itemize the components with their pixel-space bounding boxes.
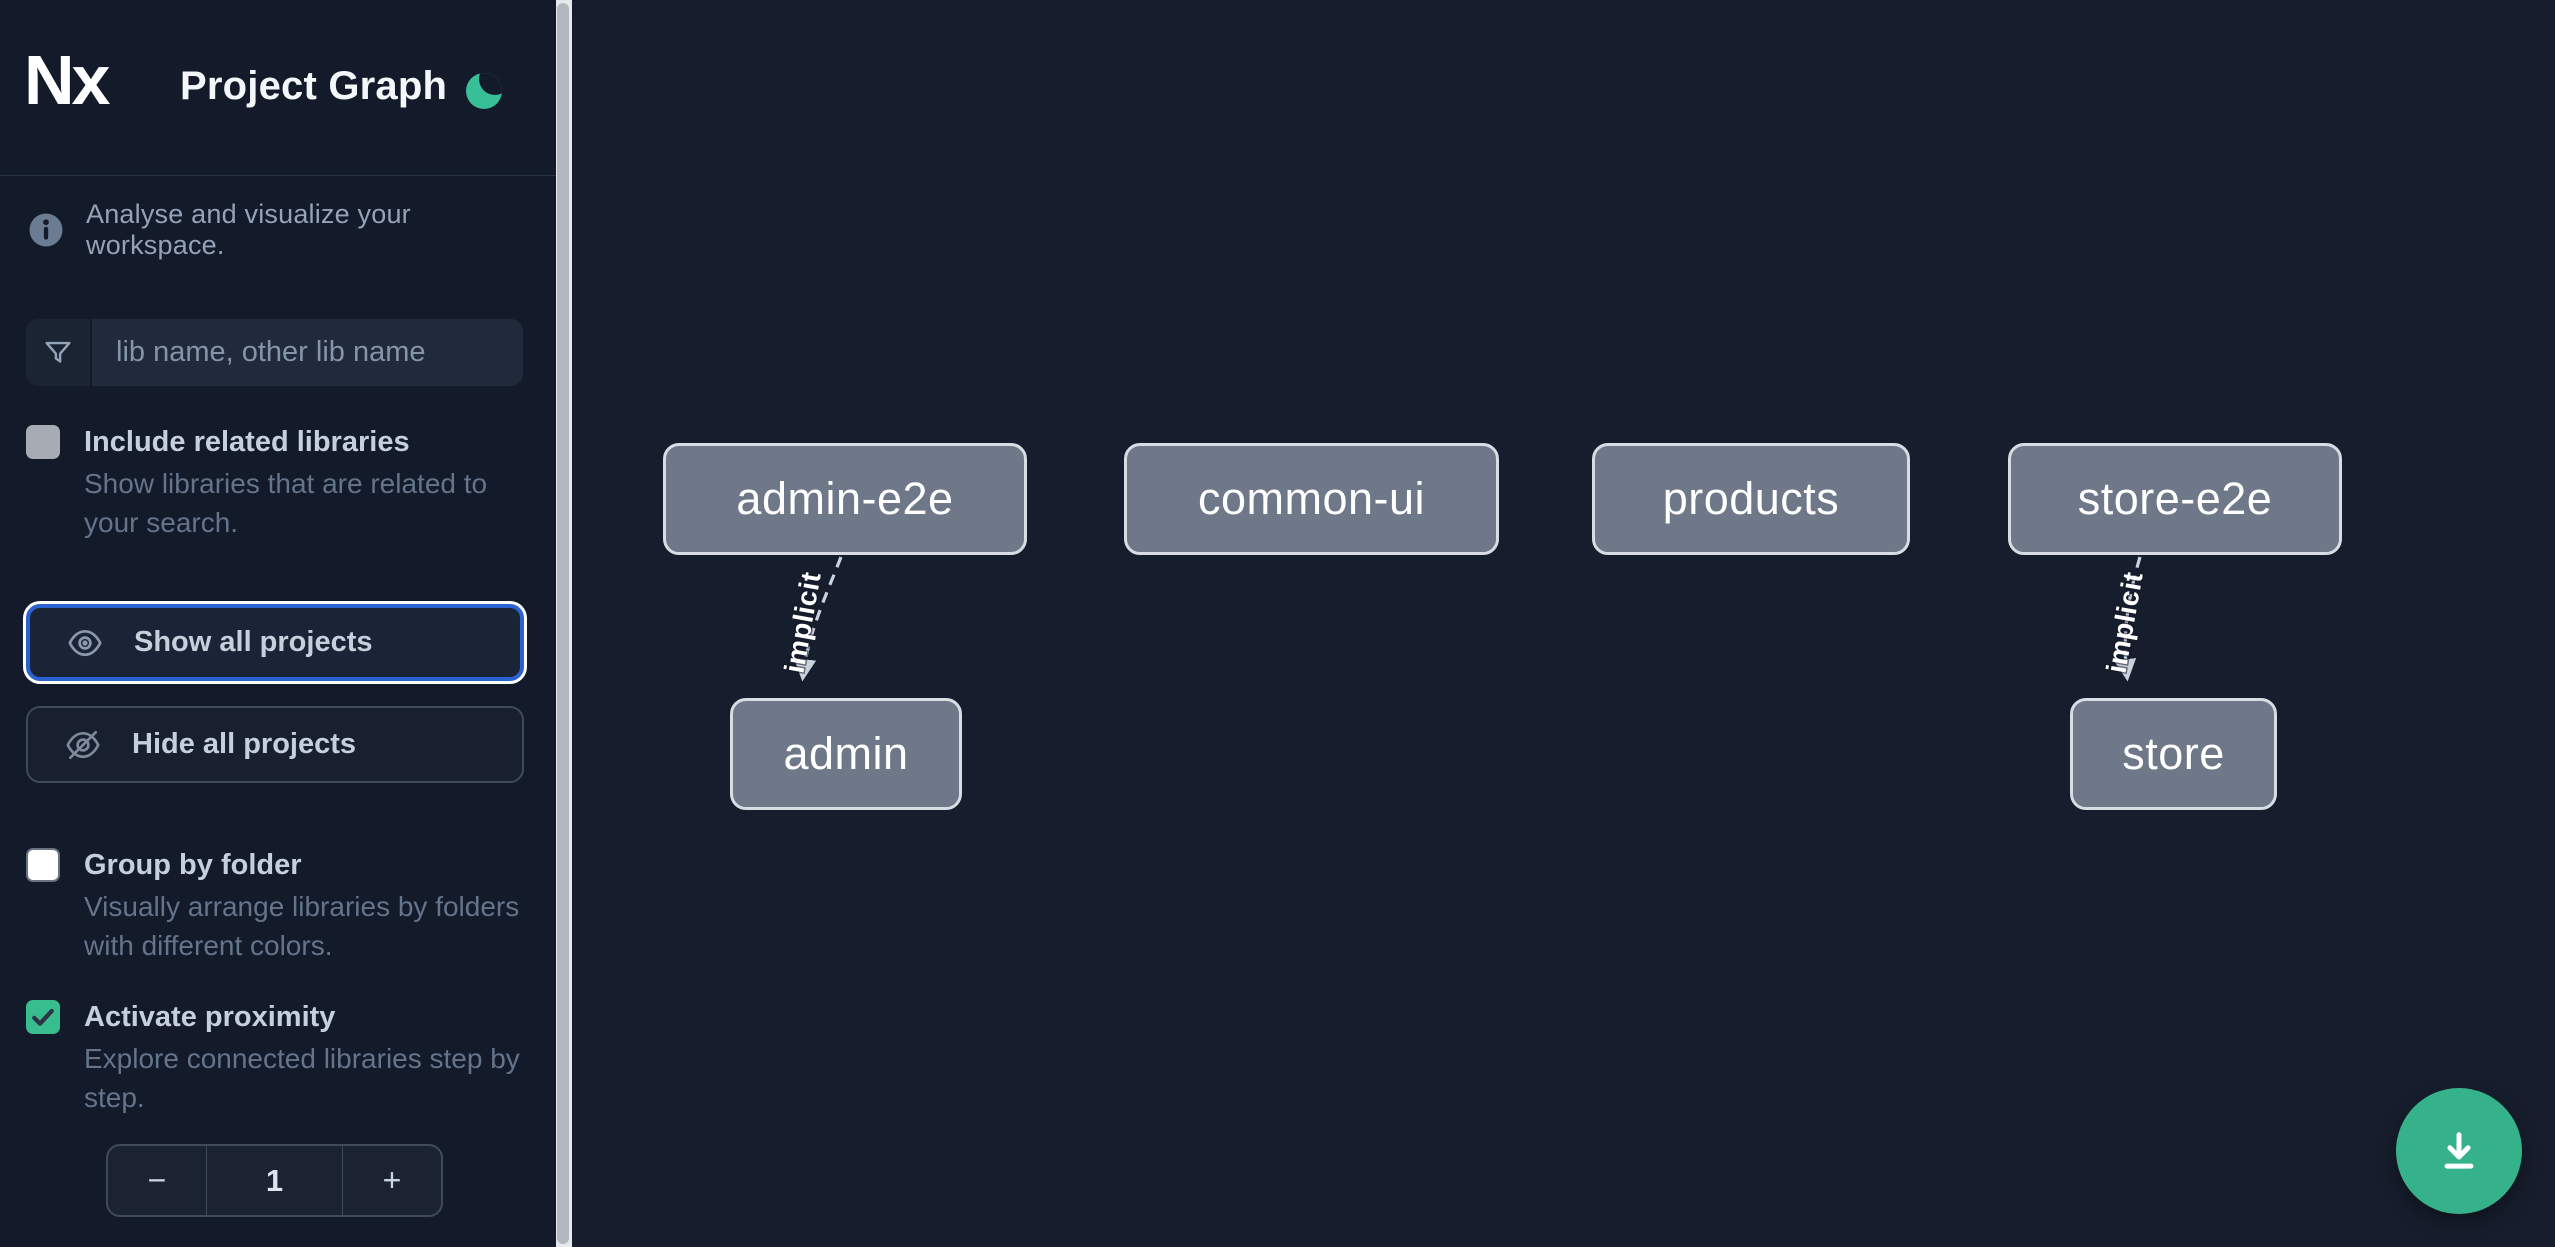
- toggle-description: Explore connected libraries step by step…: [84, 1043, 520, 1113]
- edge-label: implicit: [779, 569, 827, 675]
- checkbox-group-by-folder[interactable]: [26, 848, 60, 882]
- search-box: [26, 319, 523, 386]
- increment-button[interactable]: +: [342, 1146, 441, 1215]
- eye-icon: [66, 624, 104, 662]
- tagline-text: Analyse and visualize your workspace.: [86, 199, 411, 260]
- sidebar-scrollbar[interactable]: [556, 0, 572, 1247]
- show-all-projects-button[interactable]: Show all projects: [26, 604, 524, 681]
- edge-store-e2e-store: implicit: [2099, 556, 2150, 682]
- scrollbar-thumb[interactable]: [557, 3, 569, 1244]
- search-input[interactable]: [92, 319, 523, 386]
- checkbox-include-related[interactable]: [26, 425, 60, 459]
- info-icon: [28, 212, 64, 248]
- download-graph-button[interactable]: [2396, 1088, 2522, 1214]
- toggle-group-by-folder: Group by folder Visually arrange librari…: [26, 845, 531, 965]
- graph-node-store[interactable]: store: [2070, 698, 2277, 810]
- graph-canvas[interactable]: implicit implicit admin-e2e common-ui pr…: [572, 0, 2555, 1247]
- sidebar-header: Nx Project Graph: [0, 0, 556, 176]
- hide-all-projects-button[interactable]: Hide all projects: [26, 706, 524, 783]
- header-divider: [0, 175, 556, 176]
- tagline-row: Analyse and visualize your workspace.: [28, 199, 538, 261]
- toggle-label: Activate proximity: [84, 1001, 336, 1033]
- show-all-projects-label: Show all projects: [134, 626, 373, 658]
- nx-logo: Nx: [24, 41, 111, 119]
- checkbox-activate-proximity[interactable]: [26, 1000, 60, 1034]
- toggle-description: Show libraries that are related to your …: [84, 468, 488, 538]
- check-icon: [32, 1008, 54, 1026]
- eye-off-icon: [64, 726, 102, 764]
- moon-icon: [466, 73, 502, 109]
- toggle-description: Visually arrange libraries by folders wi…: [84, 891, 520, 961]
- dark-mode-toggle[interactable]: [466, 70, 508, 112]
- proximity-depth-stepper: − 1 +: [106, 1144, 443, 1217]
- edge-admin-e2e-admin: implicit: [777, 556, 843, 682]
- proximity-depth-value: 1: [265, 1162, 284, 1198]
- graph-node-common-ui[interactable]: common-ui: [1124, 443, 1499, 555]
- download-icon: [2433, 1125, 2485, 1177]
- edge-label: implicit: [2101, 569, 2149, 675]
- graph-node-store-e2e[interactable]: store-e2e: [2008, 443, 2342, 555]
- toggle-activate-proximity: Activate proximity Explore connected lib…: [26, 997, 531, 1117]
- decrement-button[interactable]: −: [108, 1146, 207, 1215]
- graph-node-admin[interactable]: admin: [730, 698, 962, 810]
- toggle-include-related: Include related libraries Show libraries…: [26, 422, 531, 542]
- graph-edges: implicit implicit: [777, 556, 2150, 682]
- toggle-label: Include related libraries: [84, 426, 410, 458]
- graph-node-admin-e2e[interactable]: admin-e2e: [663, 443, 1027, 555]
- sidebar: Nx Project Graph Analyse and visualize y…: [0, 0, 556, 1247]
- toggle-label: Group by folder: [84, 849, 302, 881]
- hide-all-projects-label: Hide all projects: [132, 728, 357, 760]
- filter-icon: [26, 319, 92, 386]
- page-title: Project Graph: [180, 64, 448, 108]
- graph-node-products[interactable]: products: [1592, 443, 1910, 555]
